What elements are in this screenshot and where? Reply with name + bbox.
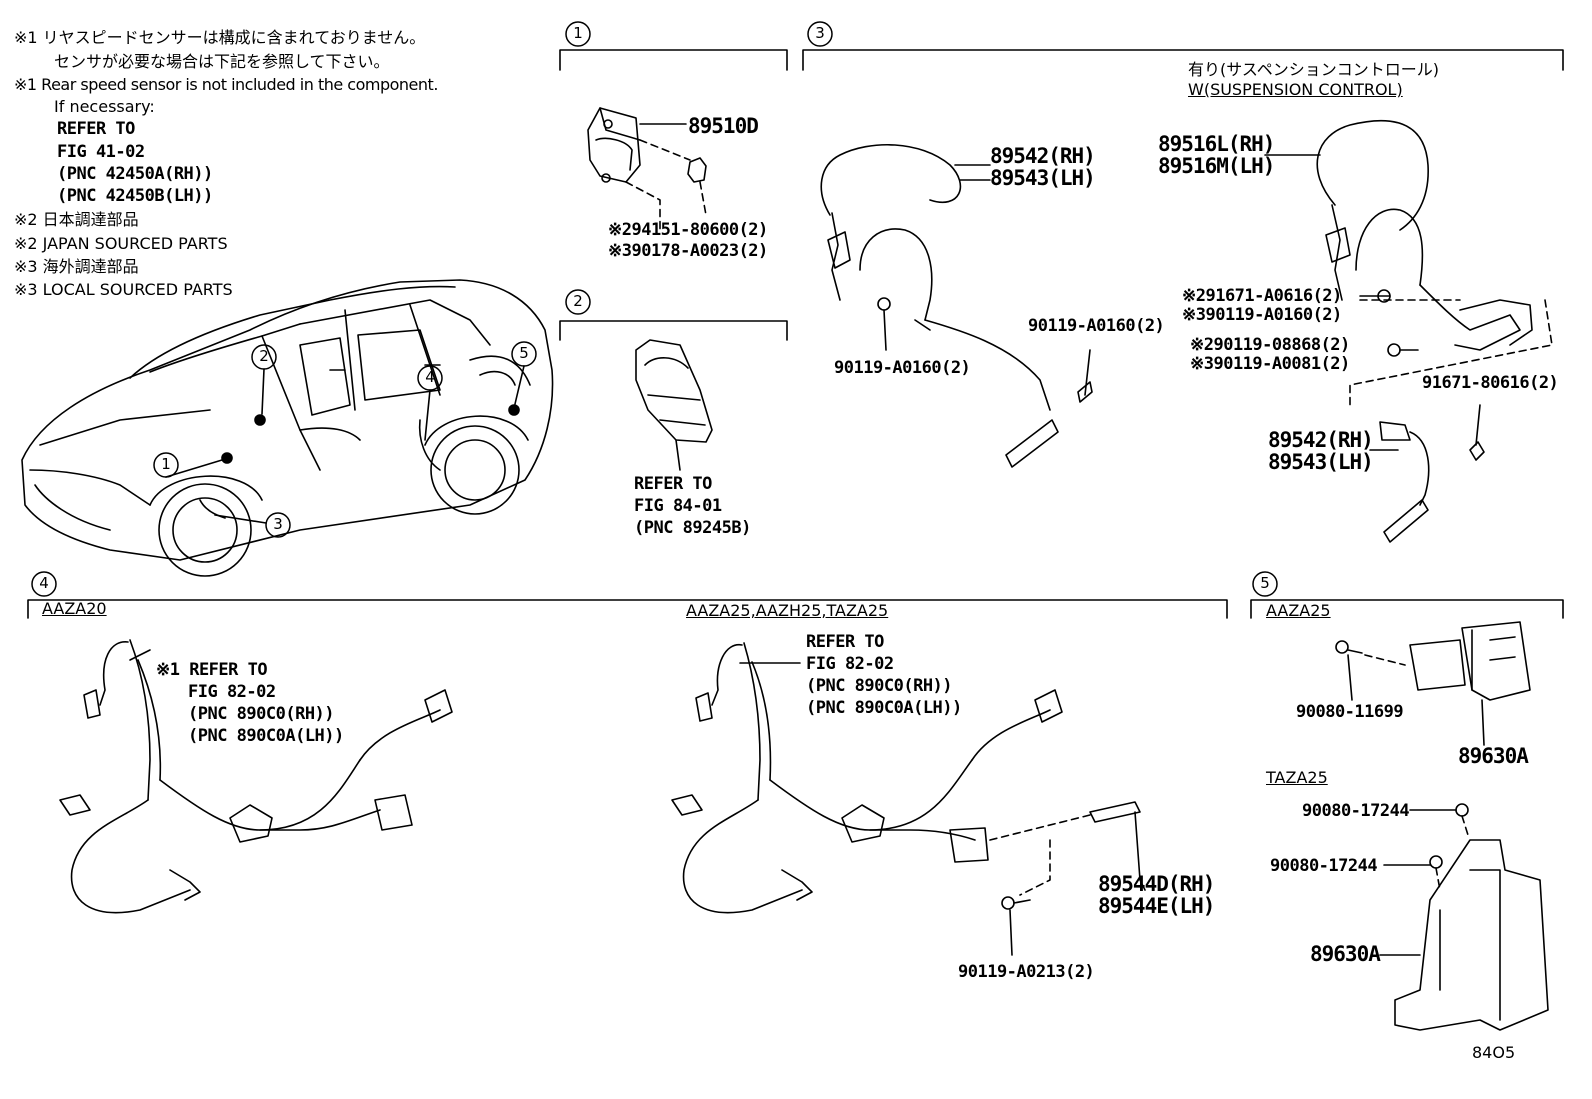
section3-head-en: W(SUSPENSION CONTROL) <box>1188 80 1403 99</box>
callout-5-car: 5 <box>519 344 529 362</box>
section4-right-ref-4: (PNC 890C0A(LH)) <box>806 698 962 718</box>
section4-right-ref-3: (PNC 890C0(RH)) <box>806 676 953 696</box>
part-290119-08868[interactable]: ※290119-08868(2) <box>1190 335 1350 355</box>
callout-4-car: 4 <box>425 368 435 386</box>
part-91671-80616[interactable]: 91671-80616(2) <box>1422 373 1559 393</box>
part-89630a-aaza25[interactable]: 89630A <box>1458 744 1529 768</box>
part-89543-lh[interactable]: 89543(LH) <box>990 166 1096 190</box>
figure-code: 84O5 <box>1472 1043 1516 1062</box>
part-89543-lh-susp[interactable]: 89543(LH) <box>1268 450 1374 474</box>
note-ref-4: (PNC 42450B(LH)) <box>57 186 213 206</box>
suspension-sensor-drawing <box>1264 119 1553 543</box>
note-1-en-line2: If necessary: <box>54 97 155 116</box>
note-1-jp-line2: センサが必要な場合は下記を参照して下さい。 <box>54 52 390 71</box>
part-89516l-rh[interactable]: 89516L(RH) <box>1158 132 1275 156</box>
note-ref-1: REFER TO <box>57 119 135 139</box>
sensor-89510d-drawing <box>587 107 707 231</box>
part-90119-a0213[interactable]: 90119-A0213(2) <box>958 962 1095 982</box>
part-89510d[interactable]: 89510D <box>688 114 759 138</box>
note-ref-3: (PNC 42450A(RH)) <box>57 164 213 184</box>
section4-head-aaza25: AAZA25,AAZH25,TAZA25 <box>686 601 889 620</box>
callout-4-header: 4 <box>39 574 49 592</box>
part-390119-a0081[interactable]: ※390119-A0081(2) <box>1190 354 1350 374</box>
part-89544d-rh[interactable]: 89544D(RH) <box>1098 872 1215 896</box>
note-2-jp: ※2 日本調達部品 <box>14 210 139 229</box>
callout-1-header: 1 <box>573 24 583 42</box>
note-ref-2: FIG 41-02 <box>57 142 145 162</box>
section4-right-ref-2: FIG 82-02 <box>806 654 894 674</box>
part-89516m-lh[interactable]: 89516M(LH) <box>1158 154 1275 178</box>
vehicle-outline <box>21 279 554 577</box>
callout-5-header: 5 <box>1260 574 1270 592</box>
section3-head-jp: 有り(サスペンションコントロール) <box>1188 60 1440 79</box>
part-294151-80600[interactable]: ※294151-80600(2) <box>608 220 768 240</box>
section4-left-ref-1: ※1 REFER TO <box>156 660 268 680</box>
note-1-jp: ※1 リヤスピードセンサーは構成に含まれておりません。 <box>14 28 426 47</box>
section2-ref-3: (PNC 89245B) <box>634 518 751 538</box>
section4-right-ref-1: REFER TO <box>806 632 884 652</box>
part-89544e-lh[interactable]: 89544E(LH) <box>1098 894 1215 918</box>
callout-circles <box>31 21 1278 597</box>
wire-harness-aaza20-drawing <box>59 639 453 914</box>
note-3-en: ※3 LOCAL SOURCED PARTS <box>14 280 233 299</box>
note-3-jp: ※3 海外調達部品 <box>14 257 139 276</box>
callout-3-header: 3 <box>815 24 825 42</box>
part-89542-rh[interactable]: 89542(RH) <box>990 144 1096 168</box>
section4-left-ref-4: (PNC 890C0A(LH)) <box>188 726 344 746</box>
section5-head-aaza25: AAZA25 <box>1266 601 1331 620</box>
part-390119-a0160[interactable]: ※390119-A0160(2) <box>1182 305 1342 325</box>
callout-2-header: 2 <box>573 292 583 310</box>
section2-ref-2: FIG 84-01 <box>634 496 722 516</box>
callout-1-car: 1 <box>161 455 171 473</box>
front-speed-sensor-drawing <box>820 143 1093 468</box>
note-1-en: ※1 Rear speed sensor is not included in … <box>14 75 438 94</box>
section4-left-ref-2: FIG 82-02 <box>188 682 276 702</box>
part-90080-11699[interactable]: 90080-11699 <box>1296 702 1404 722</box>
sensor-housing-drawing <box>635 339 713 471</box>
callout-2-car: 2 <box>259 347 269 365</box>
section5-head-taza25: TAZA25 <box>1266 768 1328 787</box>
part-90119-a0160-left[interactable]: 90119-A0160(2) <box>834 358 971 378</box>
part-90119-a0160-right[interactable]: 90119-A0160(2) <box>1028 316 1165 336</box>
callout-3-car: 3 <box>273 515 283 533</box>
ecu-parts-drawing <box>1335 621 1549 1031</box>
note-2-en: ※2 JAPAN SOURCED PARTS <box>14 234 228 253</box>
part-89542-rh-susp[interactable]: 89542(RH) <box>1268 428 1374 452</box>
wire-harness-aaza25-drawing <box>671 642 1146 956</box>
part-90080-17244-top[interactable]: 90080-17244 <box>1302 801 1410 821</box>
part-291671-a0616[interactable]: ※291671-A0616(2) <box>1182 286 1342 306</box>
section-brackets <box>27 49 1564 619</box>
part-390178-a0023[interactable]: ※390178-A0023(2) <box>608 241 768 261</box>
section2-ref-1: REFER TO <box>634 474 712 494</box>
section4-left-ref-3: (PNC 890C0(RH)) <box>188 704 335 724</box>
section4-head-aaza20: AAZA20 <box>42 599 107 618</box>
part-89630a-taza25[interactable]: 89630A <box>1310 942 1381 966</box>
part-90080-17244-bottom[interactable]: 90080-17244 <box>1270 856 1378 876</box>
